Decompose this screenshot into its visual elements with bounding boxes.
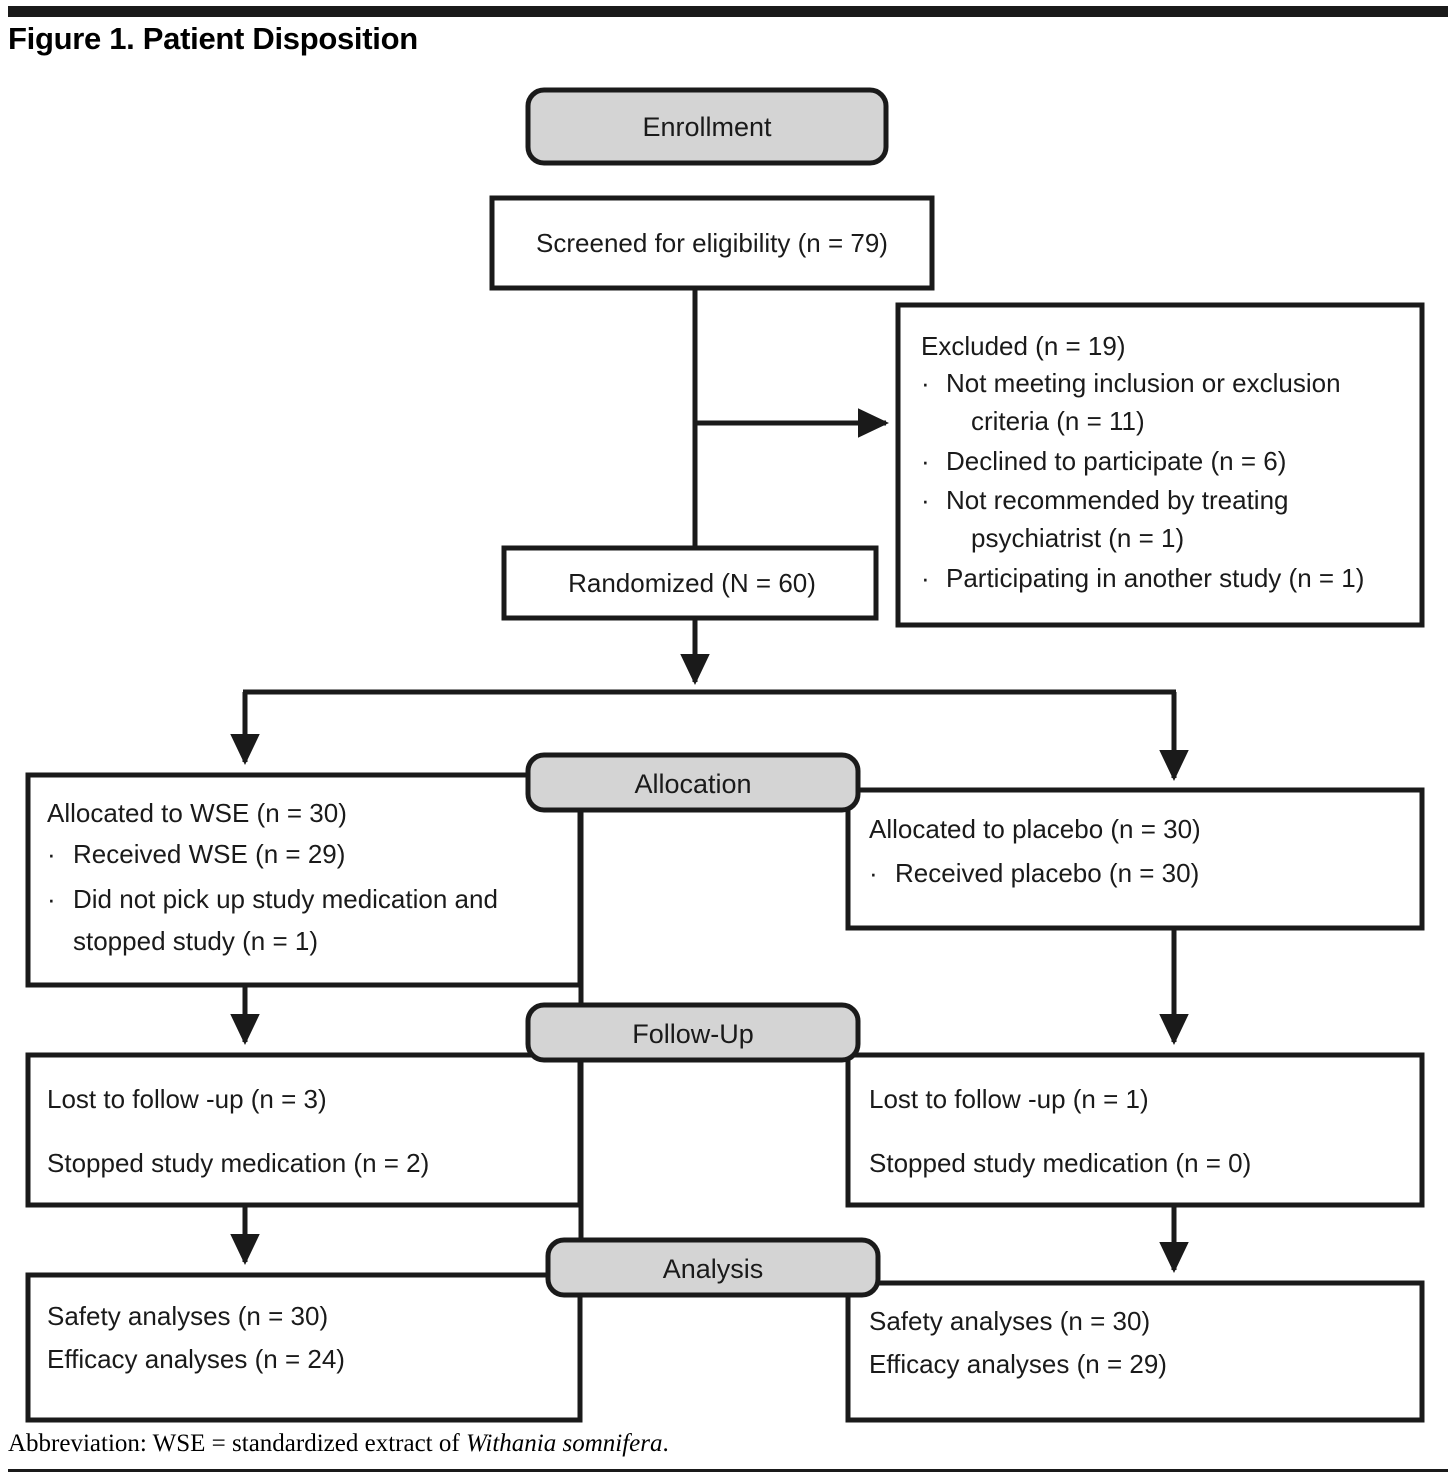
alloc-wse-bullet-1-line-1: Received WSE (n = 29) bbox=[73, 839, 345, 869]
alloc-wse-bullet-marker-1: · bbox=[47, 839, 56, 869]
box-followup-wse bbox=[25, 1052, 583, 1208]
box-analysis-placebo-line-2: Efficacy analyses (n = 29) bbox=[869, 1349, 1167, 1379]
box-followup-wse-line-1: Lost to follow -up (n = 3) bbox=[47, 1084, 327, 1114]
footnote-suffix: . bbox=[662, 1430, 669, 1457]
box-followup-placebo-line-2: Stopped study medication (n = 0) bbox=[869, 1148, 1251, 1178]
box-followup-placebo bbox=[845, 1052, 1425, 1208]
excluded-bullet-marker-1: · bbox=[921, 368, 930, 398]
footnote-species-name: Withania somnifera bbox=[465, 1430, 663, 1457]
box-analysis-wse-line-2: Efficacy analyses (n = 24) bbox=[47, 1344, 345, 1374]
box-analysis-wse bbox=[25, 1272, 583, 1423]
box-analysis-placebo-line-1: Safety analyses (n = 30) bbox=[869, 1306, 1150, 1336]
box-analysis-wse-line-1: Safety analyses (n = 30) bbox=[47, 1301, 328, 1331]
excluded-bullet-2-line-1: Declined to participate (n = 6) bbox=[946, 446, 1286, 476]
footnote-prefix: Abbreviation: WSE = standardized extract… bbox=[8, 1430, 466, 1457]
alloc-placebo-bullet-marker-1: · bbox=[869, 858, 878, 888]
excluded-bullet-marker-2: · bbox=[921, 446, 930, 476]
excluded-bullet-4-line-1: Participating in another study (n = 1) bbox=[946, 563, 1364, 593]
box-analysis-placebo bbox=[845, 1280, 1425, 1423]
box-alloc-wse bbox=[25, 772, 583, 988]
box-screened bbox=[489, 195, 935, 291]
excluded-bullet-3-line-2: psychiatrist (n = 1) bbox=[971, 523, 1184, 553]
box-followup-placebo-line-1: Lost to follow -up (n = 1) bbox=[869, 1084, 1149, 1114]
alloc-placebo-bullet-1-line-1: Received placebo (n = 30) bbox=[895, 858, 1199, 888]
stage-label-followup: Follow-Up bbox=[632, 1019, 754, 1049]
box-screened-label: Screened for eligibility (n = 79) bbox=[536, 228, 888, 258]
top-rule bbox=[8, 6, 1448, 17]
excluded-bullet-3-line-1: Not recommended by treating bbox=[946, 485, 1289, 515]
figure-footnote: Abbreviation: WSE = standardized extract… bbox=[8, 1430, 669, 1458]
stage-label-analysis: Analysis bbox=[663, 1254, 764, 1284]
alloc-wse-bullet-marker-2: · bbox=[47, 884, 56, 914]
stage-pill-allocation bbox=[525, 752, 861, 813]
box-alloc-placebo-heading: Allocated to placebo (n = 30) bbox=[869, 814, 1201, 844]
stage-pill-followup bbox=[525, 1002, 861, 1063]
box-alloc-wse-heading: Allocated to WSE (n = 30) bbox=[47, 798, 347, 828]
excluded-bullet-marker-4: · bbox=[921, 563, 930, 593]
box-randomized-label: Randomized (N = 60) bbox=[568, 568, 816, 598]
excluded-bullet-marker-3: · bbox=[921, 485, 930, 515]
box-excluded bbox=[895, 302, 1425, 628]
alloc-wse-bullet-2-line-1: Did not pick up study medication and bbox=[73, 884, 498, 914]
bottom-rule bbox=[8, 1469, 1448, 1472]
box-excluded-heading: Excluded (n = 19) bbox=[921, 331, 1126, 361]
excluded-bullet-1-line-1: Not meeting inclusion or exclusion bbox=[946, 368, 1341, 398]
stage-label-enrollment: Enrollment bbox=[642, 112, 772, 142]
stage-label-allocation: Allocation bbox=[634, 769, 751, 799]
figure-title: Figure 1. Patient Disposition bbox=[8, 21, 418, 56]
alloc-wse-bullet-2-line-2: stopped study (n = 1) bbox=[73, 926, 318, 956]
box-randomized bbox=[501, 545, 879, 621]
box-followup-wse-line-2: Stopped study medication (n = 2) bbox=[47, 1148, 429, 1178]
excluded-bullet-1-line-2: criteria (n = 11) bbox=[971, 406, 1145, 436]
stage-pill-analysis bbox=[545, 1237, 881, 1298]
box-alloc-placebo bbox=[845, 787, 1425, 931]
stage-pill-enrollment bbox=[525, 87, 889, 166]
